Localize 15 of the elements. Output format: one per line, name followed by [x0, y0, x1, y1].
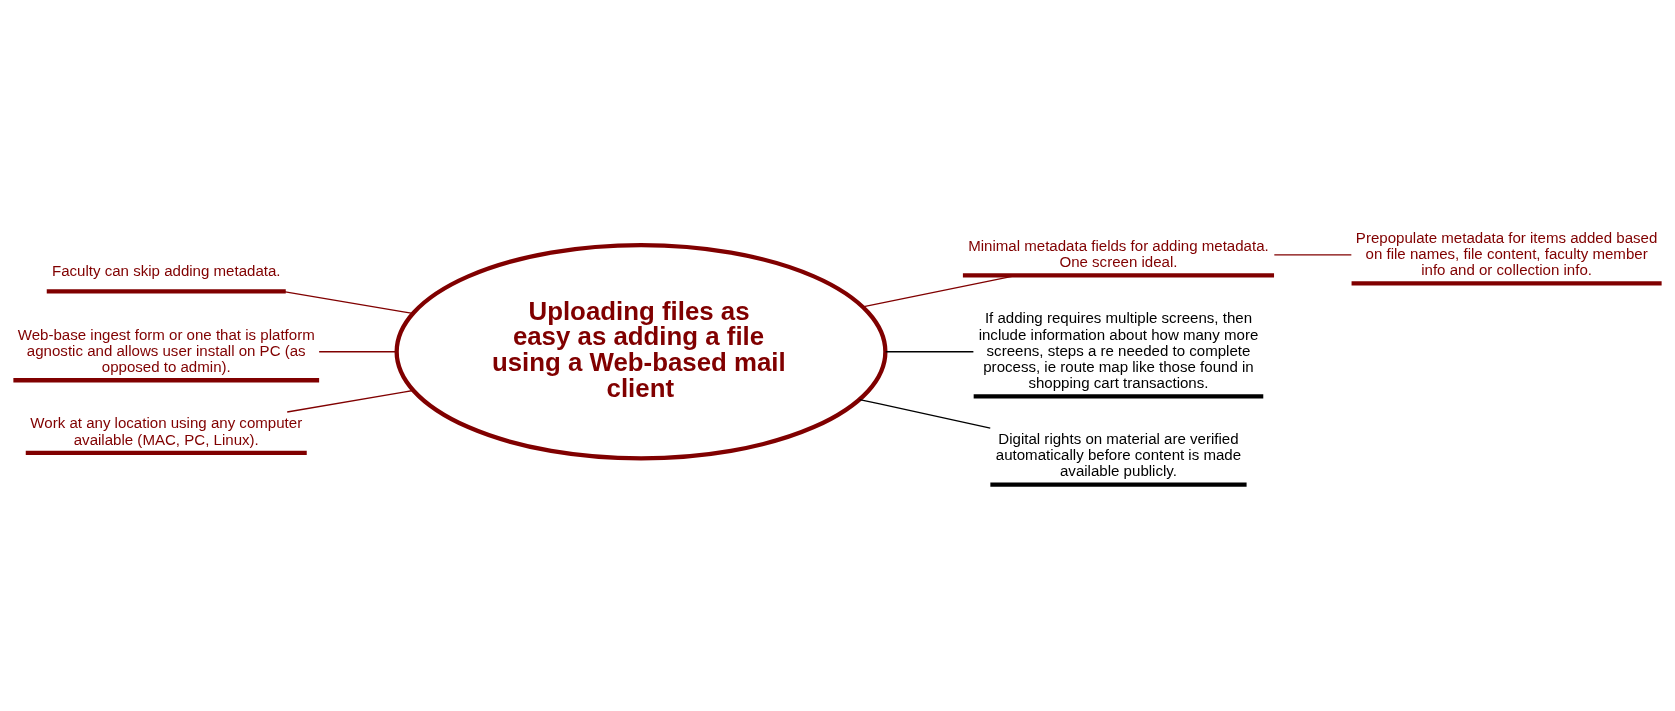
connector [1273, 254, 1352, 256]
connector [885, 351, 975, 353]
connector [281, 290, 414, 315]
connector [862, 274, 1018, 308]
node-text: Faculty can skip adding metadata. [51, 262, 281, 280]
node-ellipse: Uploading files as easy as adding a file using a Web-based mail client [394, 243, 888, 461]
connector [318, 351, 398, 353]
node-text: Digital rights on material are verified automatically before content is made available publicly. [995, 430, 1242, 480]
node-text: Web-base ingest form or one that is platform agnostic and allows user install on PC (as opposed to admin). [17, 325, 315, 375]
node-text: Minimal metadata fields for adding metadata. One screen ideal. [968, 236, 1269, 270]
node-text: If adding requires multiple screens, then include information about how many more screens, steps a re needed to complete process, ie route map like those found in shopping cart transactions. [978, 309, 1259, 392]
node-text: Prepopulate metadata for items added based on file names, file content, faculty member info and or collection info. [1355, 228, 1658, 278]
connector [286, 389, 414, 413]
connector [858, 398, 991, 429]
node-text: Work at any location using any computer available (MAC, PC, Linux). [30, 414, 303, 448]
